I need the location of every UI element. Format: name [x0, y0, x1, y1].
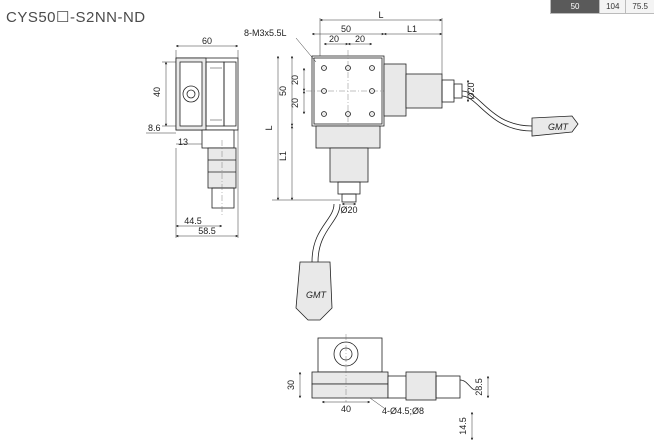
side-13-label: 13 — [178, 137, 188, 147]
side-view: 60 40 8.6 13 44.5 58.5 — [146, 36, 239, 238]
top-20a-label: 20 — [329, 34, 339, 44]
front-28-5-label: 28.5 — [474, 378, 484, 396]
top-L-label: L — [378, 10, 383, 20]
front-40-label: 40 — [341, 404, 351, 414]
logo-right: GMT — [548, 122, 569, 132]
tab-104[interactable]: 104 — [599, 0, 626, 14]
tab-75-5[interactable]: 75.5 — [625, 0, 654, 14]
side-offset-label: 8.6 — [148, 123, 161, 133]
motor-dia-right-label: Ø20 — [466, 82, 476, 99]
left-20b-label: 20 — [290, 98, 300, 108]
side-height-label: 40 — [152, 87, 162, 97]
left-50-label: 50 — [278, 86, 288, 96]
top-L1-label: L1 — [407, 24, 417, 34]
motor-dia-bottom-label: Ø20 — [340, 205, 357, 215]
front-30-label: 30 — [286, 380, 296, 390]
left-L1-label: L1 — [278, 151, 288, 161]
logo-bottom: GMT — [306, 290, 327, 300]
top-view: L 50 L1 20 20 8-M3x5.5L 20 20 50 L L1 Ø2… — [244, 10, 579, 321]
value-tabs: 50 104 75.5 — [550, 0, 654, 14]
side-44-5-label: 44.5 — [184, 216, 202, 226]
model-title: CYS50☐-S2NN-ND — [6, 9, 146, 26]
top-20b-label: 20 — [355, 34, 365, 44]
top-50-label: 50 — [341, 24, 351, 34]
left-20a-label: 20 — [290, 75, 300, 85]
front-view: 30 40 4-Ø4.5;Ø8 28.5 14.5 — [286, 334, 490, 441]
front-14-5-label: 14.5 — [458, 417, 468, 435]
left-L-label: L — [264, 125, 274, 130]
front-holes-label: 4-Ø4.5;Ø8 — [382, 406, 424, 416]
tab-50[interactable]: 50 — [550, 0, 600, 14]
top-holes-label: 8-M3x5.5L — [244, 28, 287, 38]
side-58-5-label: 58.5 — [198, 226, 216, 236]
side-width-label: 60 — [202, 36, 212, 46]
